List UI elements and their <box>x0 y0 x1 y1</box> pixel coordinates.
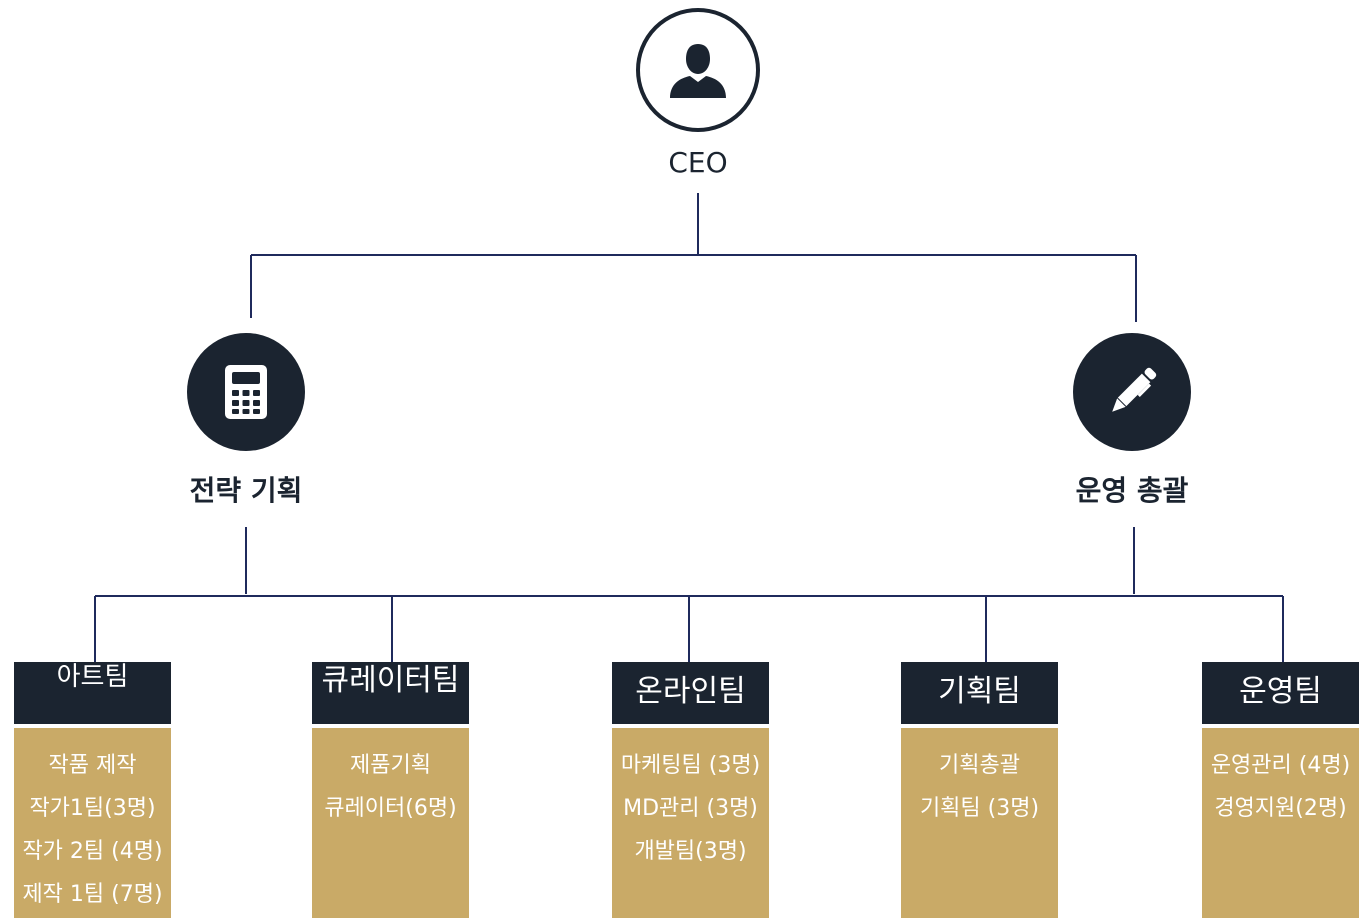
team-planning: 기획팀 기획총괄 기획팀 (3명) <box>901 662 1058 918</box>
team-header: 운영팀 <box>1202 662 1359 724</box>
team-item: 경영지원(2명) <box>1214 796 1347 821</box>
division-strategy: 전략 기획 <box>146 333 346 509</box>
division-circle <box>1073 333 1191 451</box>
team-body: 마케팅팀 (3명) MD관리 (3명) 개발팀(3명) <box>612 728 769 918</box>
person-icon <box>670 44 726 98</box>
team-body: 작품 제작 작가1팀(3명) 작가 2팀 (4명) 제작 1팀 (7명) <box>14 728 171 918</box>
ceo-circle <box>636 8 760 132</box>
team-item: MD관리 (3명) <box>623 796 758 821</box>
team-header: 온라인팀 <box>612 662 769 724</box>
team-item: 운영관리 (4명) <box>1210 753 1351 778</box>
team-header: 기획팀 <box>901 662 1058 724</box>
team-item: 마케팅팀 (3명) <box>620 753 761 778</box>
team-header: 큐레이터팀 <box>312 662 469 724</box>
team-art: 아트팀 작품 제작 작가1팀(3명) 작가 2팀 (4명) 제작 1팀 (7명) <box>14 662 171 918</box>
team-online: 온라인팀 마케팅팀 (3명) MD관리 (3명) 개발팀(3명) <box>612 662 769 918</box>
team-body: 제품기획 큐레이터(6명) <box>312 728 469 918</box>
team-curator: 큐레이터팀 제품기획 큐레이터(6명) <box>312 662 469 918</box>
team-item: 제작 1팀 (7명) <box>22 882 163 907</box>
team-item: 작가 2팀 (4명) <box>22 839 163 864</box>
division-circle <box>187 333 305 451</box>
ceo-node: CEO <box>598 8 798 179</box>
team-item: 기획팀 (3명) <box>919 796 1040 821</box>
team-item: 큐레이터(6명) <box>324 796 457 821</box>
ceo-label: CEO <box>668 146 728 179</box>
calculator-icon <box>225 365 267 419</box>
team-body: 운영관리 (4명) 경영지원(2명) <box>1202 728 1359 918</box>
team-body: 기획총괄 기획팀 (3명) <box>901 728 1058 918</box>
team-item: 기획총괄 <box>939 753 1020 778</box>
pen-icon <box>1112 367 1157 412</box>
team-item: 작가1팀(3명) <box>29 796 156 821</box>
team-item: 제품기획 <box>350 753 431 778</box>
team-operations: 운영팀 운영관리 (4명) 경영지원(2명) <box>1202 662 1359 918</box>
division-operations: 운영 총괄 <box>1032 333 1232 509</box>
division-label: 전략 기획 <box>189 474 303 507</box>
team-item: 개발팀(3명) <box>634 839 747 864</box>
division-label: 운영 총괄 <box>1075 474 1189 507</box>
team-header: 아트팀 <box>14 662 171 724</box>
team-item: 작품 제작 <box>48 753 137 778</box>
